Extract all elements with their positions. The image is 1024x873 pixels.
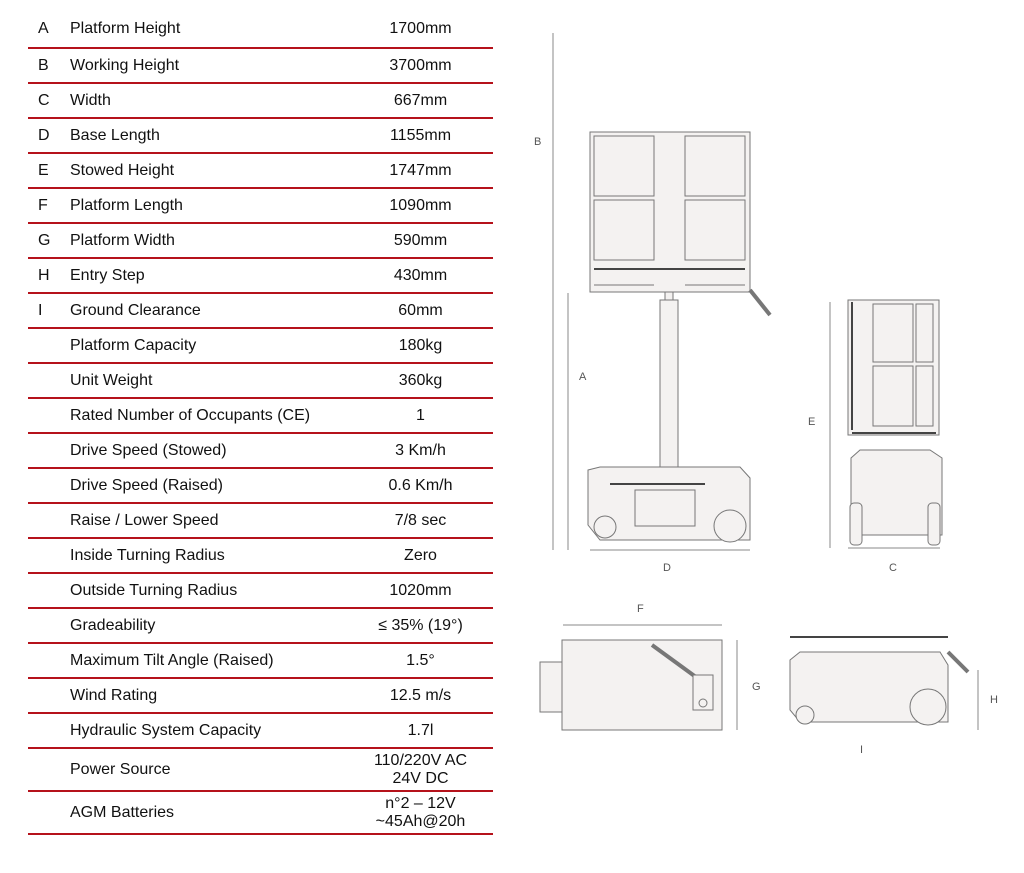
spec-value: 1090mm <box>389 196 452 214</box>
spec-code: G <box>38 231 51 249</box>
spec-label: Stowed Height <box>70 161 175 179</box>
spec-label: Rated Number of Occupants (CE) <box>70 406 311 424</box>
spec-label: Wind Rating <box>70 686 158 704</box>
dim-label-a: A <box>579 371 587 383</box>
spec-label: Outside Turning Radius <box>70 581 238 599</box>
spec-label: Gradeability <box>70 616 156 634</box>
spec-label: Power Source <box>70 760 171 778</box>
spec-row: Inside Turning Radius Zero <box>28 539 493 574</box>
spec-label: Platform Length <box>70 196 183 214</box>
side-view-raised <box>552 33 772 551</box>
dim-label-d: D <box>663 562 671 574</box>
spec-code: E <box>38 161 49 179</box>
spec-label: Raise / Lower Speed <box>70 511 219 529</box>
spec-value: 180kg <box>398 336 443 354</box>
spec-row: Rated Number of Occupants (CE) 1 <box>28 399 493 434</box>
spec-row: D Base Length 1155mm <box>28 119 493 154</box>
spec-label: AGM Batteries <box>70 803 175 821</box>
spec-code: F <box>38 196 48 214</box>
spec-label: Drive Speed (Stowed) <box>70 441 227 459</box>
spec-value: 360kg <box>398 371 443 389</box>
spec-row: G Platform Width 590mm <box>28 224 493 259</box>
spec-row: Outside Turning Radius 1020mm <box>28 574 493 609</box>
top-view <box>539 624 738 731</box>
spec-row: B Working Height 3700mm <box>28 49 493 84</box>
spec-value: n°2 – 12V ~45Ah@20h <box>375 794 466 830</box>
spec-value: 1700mm <box>389 19 452 37</box>
spec-row: A Platform Height 1700mm <box>28 10 493 49</box>
dim-label-e: E <box>808 416 816 428</box>
spec-value: 12.5 m/s <box>389 686 452 704</box>
spec-value: 60mm <box>398 301 443 319</box>
spec-row: Maximum Tilt Angle (Raised) 1.5° <box>28 644 493 679</box>
dim-label-i: I <box>860 744 864 756</box>
spec-value: 3700mm <box>389 56 452 74</box>
spec-label: Ground Clearance <box>70 301 201 319</box>
spec-value: 430mm <box>393 266 448 284</box>
spec-value: 1.7l <box>407 721 434 739</box>
spec-code: D <box>38 126 50 144</box>
spec-code: B <box>38 56 49 74</box>
spec-row: H Entry Step 430mm <box>28 259 493 294</box>
spec-value: 7/8 sec <box>394 511 447 529</box>
spec-label: Base Length <box>70 126 160 144</box>
spec-code: A <box>38 19 49 37</box>
spec-row: E Stowed Height 1747mm <box>28 154 493 189</box>
spec-value: 1.5° <box>406 651 435 669</box>
spec-label: Maximum Tilt Angle (Raised) <box>70 651 274 669</box>
spec-value: 1155mm <box>389 126 452 144</box>
spec-value: Zero <box>404 546 437 564</box>
spec-code: H <box>38 266 50 284</box>
spec-row: Wind Rating 12.5 m/s <box>28 679 493 714</box>
spec-label: Entry Step <box>70 266 145 284</box>
spec-row: AGM Batteries n°2 – 12V ~45Ah@20h <box>28 792 493 835</box>
front-view-stowed <box>829 299 943 549</box>
spec-value: 0.6 Km/h <box>388 476 453 494</box>
spec-row: Hydraulic System Capacity 1.7l <box>28 714 493 749</box>
spec-row: I Ground Clearance 60mm <box>28 294 493 329</box>
spec-label: Inside Turning Radius <box>70 546 225 564</box>
spec-label: Hydraulic System Capacity <box>70 721 262 739</box>
spec-row: C Width 667mm <box>28 84 493 119</box>
spec-row: Raise / Lower Speed 7/8 sec <box>28 504 493 539</box>
spec-row: Drive Speed (Raised) 0.6 Km/h <box>28 469 493 504</box>
spec-label: Platform Width <box>70 231 175 249</box>
dim-label-f: F <box>637 603 644 615</box>
spec-row: F Platform Length 1090mm <box>28 189 493 224</box>
spec-row: Unit Weight 360kg <box>28 364 493 399</box>
spec-value: 1747mm <box>389 161 452 179</box>
dim-label-g: G <box>752 681 761 693</box>
spec-row: Drive Speed (Stowed) 3 Km/h <box>28 434 493 469</box>
spec-value: 110/220V AC 24V DC <box>373 751 468 787</box>
spec-label: Drive Speed (Raised) <box>70 476 223 494</box>
dim-label-b: B <box>534 136 542 148</box>
spec-value: 1020mm <box>389 581 452 599</box>
spec-value: 590mm <box>393 231 448 249</box>
spec-label: Width <box>70 91 111 109</box>
spec-label: Working Height <box>70 56 180 74</box>
spec-value: 667mm <box>393 91 448 109</box>
dim-label-h: H <box>990 694 998 706</box>
spec-row: Platform Capacity 180kg <box>28 329 493 364</box>
spec-code: C <box>38 91 50 109</box>
spec-row: Power Source 110/220V AC 24V DC <box>28 749 493 792</box>
side-view-stowed <box>789 636 979 730</box>
dim-label-c: C <box>889 562 897 574</box>
spec-value: 1 <box>416 406 425 424</box>
spec-label: Platform Capacity <box>70 336 197 354</box>
spec-label: Platform Height <box>70 19 181 37</box>
spec-code: I <box>38 301 43 319</box>
spec-label: Unit Weight <box>70 371 153 389</box>
spec-row: Gradeability ≤ 35% (19°) <box>28 609 493 644</box>
spec-value: ≤ 35% (19°) <box>378 616 463 634</box>
spec-value: 3 Km/h <box>395 441 446 459</box>
